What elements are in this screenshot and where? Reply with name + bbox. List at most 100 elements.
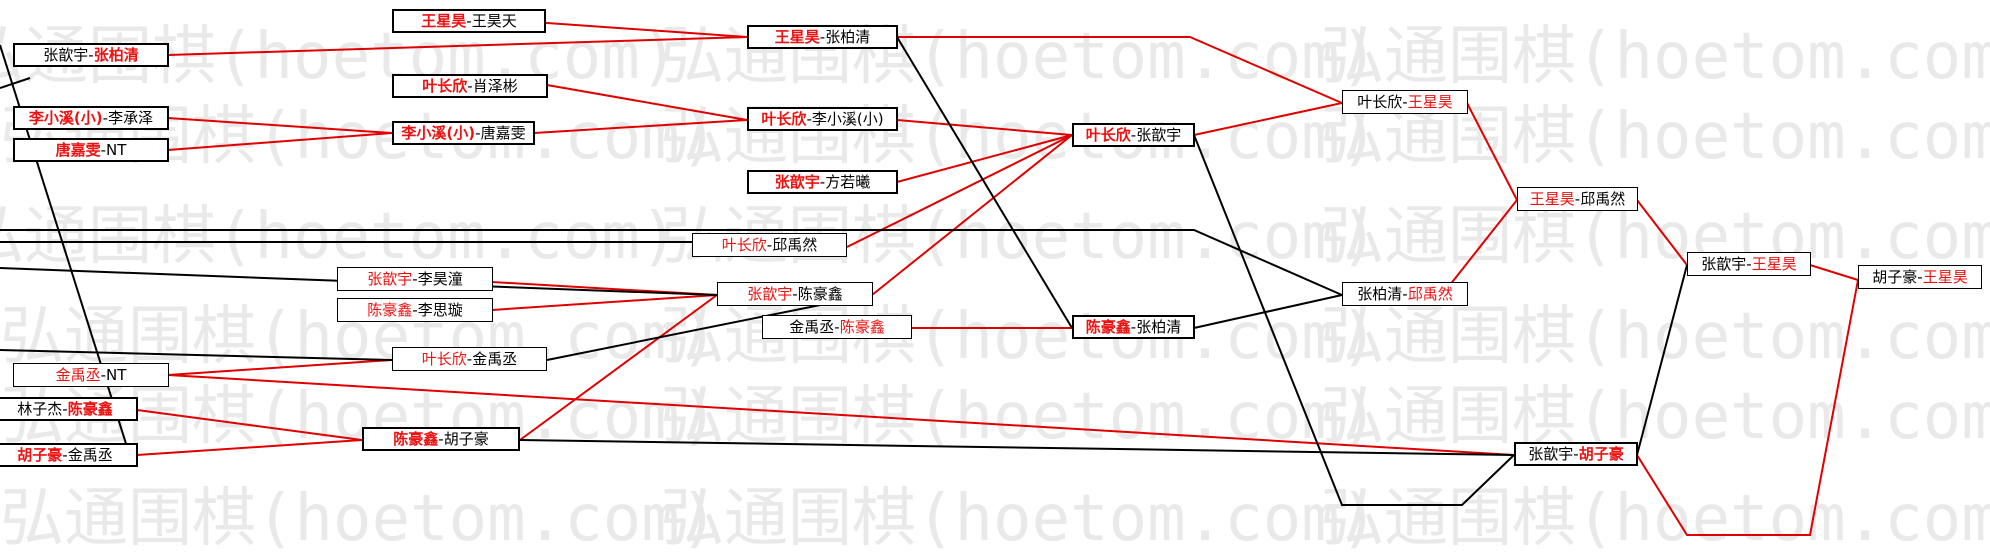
- match-box[interactable]: 唐嘉雯-NT: [13, 138, 169, 162]
- player-name: 叶长欣: [421, 350, 467, 368]
- watermark-text: 弘通围棋(hoetom.com): [1320, 200, 1990, 274]
- match-box[interactable]: 金禹丞-NT: [13, 363, 169, 387]
- separator: -: [467, 77, 473, 95]
- player-name: 张歆宇: [774, 173, 820, 191]
- player-name: 胡子豪: [1872, 268, 1918, 286]
- match-box[interactable]: 林子杰-陈豪鑫: [0, 397, 138, 421]
- player-name: 金禹丞: [55, 366, 101, 384]
- player-name: 唐嘉雯: [55, 141, 101, 159]
- player-name: 王星昊: [421, 12, 467, 30]
- watermark-text: 弘通围棋(hoetom.com): [1320, 380, 1990, 454]
- separator: -: [766, 236, 773, 254]
- separator: -: [100, 141, 107, 159]
- separator: -: [100, 366, 107, 384]
- match-box[interactable]: 胡子豪-王星昊: [1858, 265, 1982, 289]
- watermark-text: 弘通围棋(hoetom.com): [1320, 20, 1990, 94]
- watermark-text: 弘通围棋(hoetom.com): [0, 200, 678, 274]
- connector-line: [167, 36, 748, 56]
- match-box[interactable]: 叶长欣-李小溪(小): [747, 107, 898, 131]
- connector-line: [491, 294, 718, 311]
- player-name: NT: [106, 141, 127, 159]
- connector-line: [519, 294, 718, 441]
- match-box[interactable]: 张歆宇-胡子豪: [1514, 442, 1638, 466]
- player-name: 王星昊: [1922, 268, 1968, 286]
- connector-line: [1466, 102, 1518, 201]
- match-box[interactable]: 王星昊-王昊天: [392, 9, 546, 33]
- connector-line: [167, 132, 393, 151]
- player-name: 胡子豪: [1578, 445, 1624, 463]
- connector-line: [871, 134, 1073, 296]
- match-box[interactable]: 王星昊-邱禹然: [1517, 187, 1638, 211]
- match-box[interactable]: 叶长欣-王星昊: [1342, 90, 1468, 114]
- connector-line: [1636, 199, 1688, 266]
- player-name: 张歆宇: [747, 285, 793, 303]
- connector-line: [1193, 134, 1515, 506]
- connector-line: [1193, 294, 1343, 329]
- separator: -: [1746, 255, 1752, 273]
- connector-line: [0, 229, 1343, 296]
- connector-line: [896, 36, 1073, 329]
- player-name: 陈豪鑫: [67, 400, 113, 418]
- player-name: 林子杰: [17, 400, 63, 418]
- separator: -: [466, 12, 472, 30]
- connector-line: [897, 36, 1343, 104]
- player-name: 叶长欣: [422, 77, 468, 95]
- player-name: 陈豪鑫: [367, 301, 413, 319]
- player-name: 邱禹然: [1580, 190, 1626, 208]
- separator: -: [819, 28, 826, 46]
- match-box[interactable]: 陈豪鑫-李思璇: [337, 298, 493, 322]
- separator: -: [819, 173, 826, 191]
- separator: -: [62, 400, 68, 418]
- match-box[interactable]: 叶长欣-金禹丞: [392, 347, 547, 371]
- player-name: 邱禹然: [772, 236, 818, 254]
- match-box[interactable]: 叶长欣-邱禹然: [692, 233, 847, 257]
- connector-line: [896, 134, 1073, 183]
- match-box[interactable]: 胡子豪-金禹丞: [0, 443, 138, 467]
- match-box[interactable]: 张歆宇-张柏清: [13, 43, 169, 67]
- player-name: 胡子豪: [443, 430, 489, 448]
- separator: -: [412, 270, 418, 288]
- player-name: NT: [106, 366, 127, 384]
- connector-line: [167, 117, 393, 134]
- watermark-text: 弘通围棋(hoetom.com): [0, 482, 718, 556]
- player-name: 陈豪鑫: [797, 285, 843, 303]
- separator: -: [792, 285, 798, 303]
- player-name: 李小溪(小): [401, 124, 476, 142]
- match-box[interactable]: 叶长欣-肖泽彬: [392, 74, 548, 98]
- match-box[interactable]: 金禹丞-陈豪鑫: [762, 315, 912, 339]
- match-box[interactable]: 李小溪(小)-李承泽: [13, 106, 169, 130]
- player-name: 叶长欣: [721, 236, 767, 254]
- player-name: 叶长欣: [1085, 126, 1131, 144]
- match-box[interactable]: 李小溪(小)-唐嘉雯: [392, 121, 535, 145]
- match-box[interactable]: 张歆宇-陈豪鑫: [717, 282, 873, 306]
- player-name: 王星昊: [1751, 255, 1797, 273]
- match-box[interactable]: 王星昊-张柏清: [747, 25, 898, 49]
- separator: -: [466, 350, 473, 368]
- player-name: 李昊潼: [417, 270, 463, 288]
- connector-line: [546, 84, 748, 121]
- connector-line: [0, 349, 393, 361]
- match-box[interactable]: 张柏清-邱禹然: [1342, 282, 1468, 306]
- match-box[interactable]: 叶长欣-张歆宇: [1072, 123, 1195, 147]
- separator: -: [102, 109, 109, 127]
- separator: -: [1574, 190, 1581, 208]
- separator: -: [834, 318, 840, 336]
- connector-line: [136, 439, 363, 456]
- player-name: 张歆宇: [1528, 445, 1574, 463]
- match-box[interactable]: 陈豪鑫-胡子豪: [362, 427, 520, 451]
- separator: -: [1917, 268, 1923, 286]
- match-box[interactable]: 张歆宇-李昊潼: [337, 267, 493, 291]
- match-box[interactable]: 张歆宇-王星昊: [1687, 252, 1811, 276]
- connector-line: [167, 359, 393, 376]
- match-box[interactable]: 张歆宇-方若曦: [747, 170, 898, 194]
- player-name: 张柏清: [1136, 318, 1182, 336]
- match-box[interactable]: 陈豪鑫-张柏清: [1072, 315, 1195, 339]
- player-name: 王星昊: [774, 28, 820, 46]
- separator: -: [62, 446, 68, 464]
- separator: -: [1402, 93, 1408, 111]
- player-name: 陈豪鑫: [1085, 318, 1131, 336]
- connector-line: [1809, 264, 1859, 281]
- player-name: 邱禹然: [1407, 285, 1453, 303]
